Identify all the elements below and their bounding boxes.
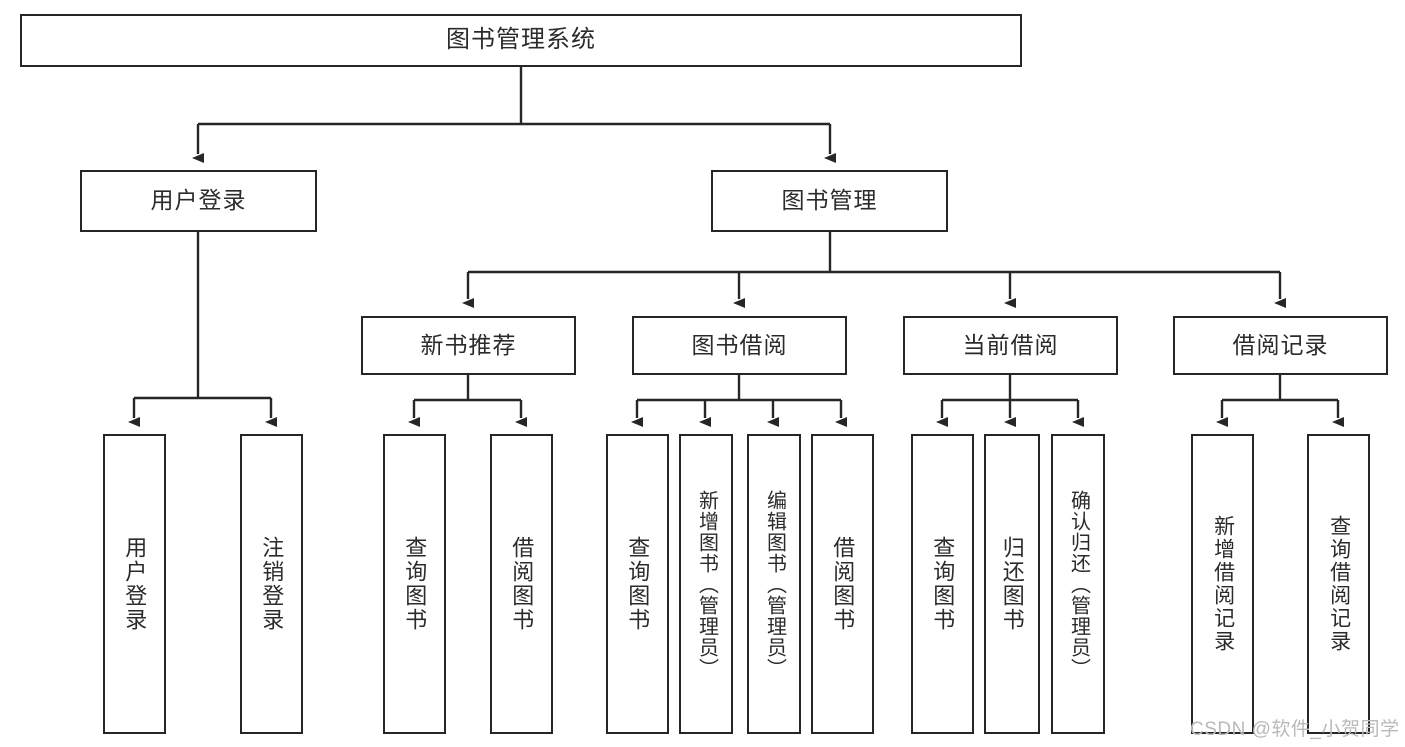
node-current-borrowing[interactable]: 当前借阅: [903, 316, 1118, 375]
leaf-borrow-book-1[interactable]: 借阅图书: [490, 434, 553, 734]
node-label: 查询图书: [402, 536, 428, 632]
leaf-logout[interactable]: 注销登录: [240, 434, 303, 734]
node-label: 图书管理系统: [446, 26, 596, 54]
node-label: 编辑图书（管理员）: [763, 489, 786, 679]
leaf-borrow-book-2[interactable]: 借阅图书: [811, 434, 874, 734]
node-label: 查询图书: [930, 536, 956, 632]
edge-root-to-level2: [192, 67, 836, 163]
leaf-add-book-admin[interactable]: 新增图书（管理员）: [679, 434, 733, 734]
node-book-borrowing[interactable]: 图书借阅: [632, 316, 847, 375]
edge-bookmanage-to-level3: [462, 232, 1286, 308]
node-label: 图书管理: [781, 187, 878, 214]
leaf-user-login[interactable]: 用户登录: [103, 434, 166, 734]
node-label: 注销登录: [259, 536, 285, 632]
node-label: 新增借阅记录: [1211, 515, 1235, 653]
leaf-return-book[interactable]: 归还图书: [984, 434, 1040, 734]
leaf-query-book-2[interactable]: 查询图书: [606, 434, 669, 734]
leaf-query-book-1[interactable]: 查询图书: [383, 434, 446, 734]
node-label: 图书借阅: [691, 331, 788, 358]
node-label: 用户登录: [150, 187, 247, 214]
leaf-confirm-return-admin[interactable]: 确认归还（管理员）: [1051, 434, 1105, 734]
node-label: 借阅图书: [509, 536, 535, 632]
node-user-login[interactable]: 用户登录: [80, 170, 317, 232]
edge-userlogin-to-leaves: [128, 232, 277, 427]
csdn-watermark: CSDN @软件_小贺同学: [1190, 719, 1400, 740]
node-label: 借阅记录: [1232, 331, 1329, 358]
node-label: 借阅图书: [830, 536, 856, 632]
node-label: 查询借阅记录: [1327, 515, 1351, 653]
node-label: 新增图书（管理员）: [695, 489, 718, 679]
node-borrowing-record[interactable]: 借阅记录: [1173, 316, 1388, 375]
leaf-add-borrow-record[interactable]: 新增借阅记录: [1191, 434, 1254, 734]
node-label: 归还图书: [999, 536, 1025, 632]
leaf-query-book-3[interactable]: 查询图书: [911, 434, 974, 734]
node-book-management[interactable]: 图书管理: [711, 170, 948, 232]
edge-newbook-to-leaves: [408, 375, 527, 427]
edge-bookborrow-to-leaves: [631, 375, 847, 427]
node-label: 查询图书: [625, 536, 651, 632]
node-label: 确认归还（管理员）: [1067, 489, 1090, 679]
node-label: 用户登录: [122, 536, 148, 632]
edge-borrowrecord-to-leaves: [1216, 375, 1344, 427]
node-label: 新书推荐: [420, 331, 517, 358]
node-new-book-recommendation[interactable]: 新书推荐: [361, 316, 576, 375]
leaf-edit-book-admin[interactable]: 编辑图书（管理员）: [747, 434, 801, 734]
edge-currentborrow-to-leaves: [936, 375, 1084, 427]
leaf-query-borrow-record[interactable]: 查询借阅记录: [1307, 434, 1370, 734]
node-label: 当前借阅: [962, 331, 1059, 358]
node-root-book-management-system[interactable]: 图书管理系统: [20, 14, 1022, 67]
